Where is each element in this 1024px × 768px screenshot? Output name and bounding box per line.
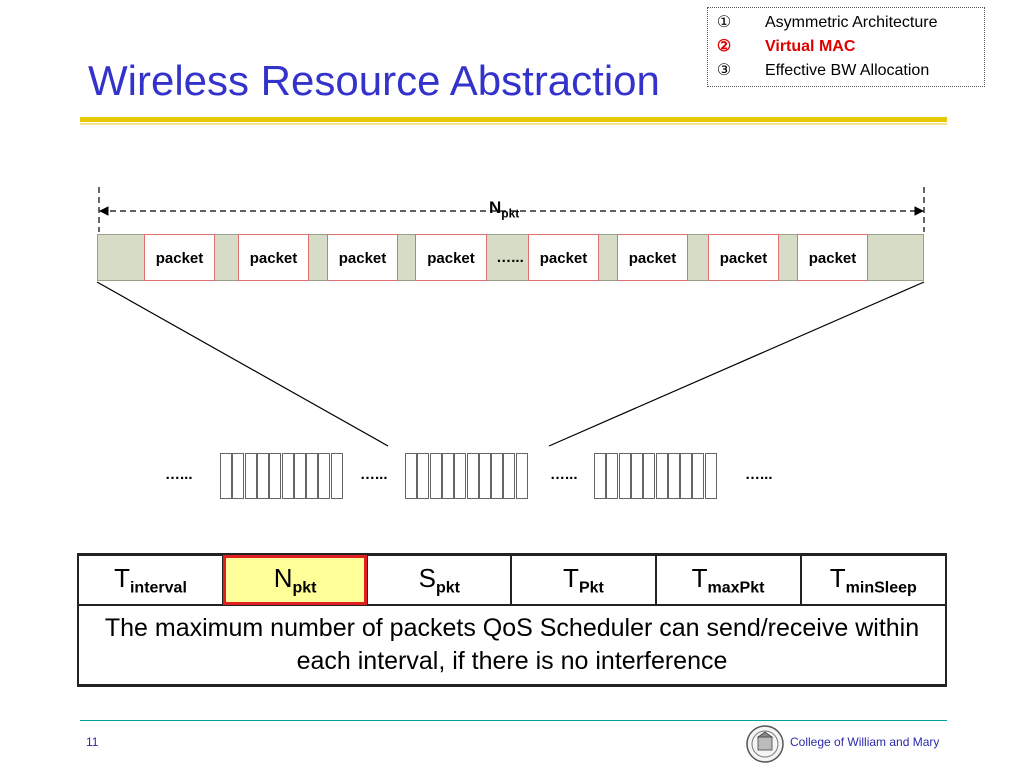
param-symbol: T [114,562,130,593]
interval-slot [466,453,479,499]
param-subscript: pkt [292,579,317,597]
parameter-description: The maximum number of packets QoS Schedu… [77,604,947,687]
interval-slot [293,453,306,499]
param-s-pkt: Spkt [366,553,513,606]
param-subscript: maxPkt [707,579,765,597]
span-label-sub: pkt [501,206,520,221]
legend-item-number: ② [716,38,732,55]
interval-slot [429,453,442,499]
packet-block: packet [617,234,688,281]
interval-slot [704,453,717,499]
interval-slot [630,453,643,499]
zoom-line-left [96,281,389,447]
interval-slot [606,453,619,499]
legend-item-label: Asymmetric Architecture [765,14,938,31]
packet-block: packet [797,234,868,281]
param-t-interval: Tinterval [76,553,225,606]
parameter-table: Tinterval Npkt Spkt TPkt TmaxPkt TminSle… [76,553,948,687]
packet-ellipsis: …... [496,249,524,266]
param-subscript: interval [129,579,187,597]
param-subscript: pkt [435,579,460,597]
param-subscript: minSleep [845,579,917,597]
legend-item-number: ③ [716,62,732,79]
section-legend: ① Asymmetric Architecture ② Virtual MAC … [707,7,985,87]
footer-rule [80,720,947,721]
param-symbol: T [563,562,579,593]
packet-block: packet [415,234,487,281]
interval-slot [692,453,705,499]
parameter-description-row: The maximum number of packets QoS Schedu… [77,604,947,687]
legend-item-label: Virtual MAC [765,38,856,55]
zoom-line-right [548,281,925,447]
param-t-maxpkt: TmaxPkt [654,553,802,606]
param-t-minsleep: TminSleep [799,553,948,606]
group-ellipsis: …... [550,466,578,483]
title-rule-shadow [80,123,947,125]
interval-slot [618,453,631,499]
title-rule [80,117,947,122]
page-number: 11 [86,735,99,749]
group-ellipsis: …... [360,466,388,483]
college-seal-icon [746,725,784,763]
span-label-main: N [489,198,502,217]
interval-slot [643,453,656,499]
interval-slot [318,453,331,499]
param-symbol: S [418,562,436,593]
interval-slot [220,453,232,499]
interval-slot [655,453,668,499]
interval-slot [594,453,606,499]
interval-bar [97,234,924,281]
param-symbol: N [273,562,293,593]
group-ellipsis: …... [745,466,773,483]
param-t-pkt: TPkt [510,553,657,606]
param-symbol: T [829,562,846,593]
interval-slot [405,453,417,499]
interval-slot [281,453,294,499]
slide-title: Wireless Resource Abstraction [88,57,660,104]
interval-slot [491,453,504,499]
packet-block: packet [144,234,215,281]
interval-slot [330,453,343,499]
interval-slot [503,453,516,499]
packet-block: packet [327,234,398,281]
packet-block: packet [708,234,779,281]
interval-slot [244,453,257,499]
interval-slot [478,453,491,499]
interval-slot [441,453,454,499]
span-label: Npkt [489,198,519,220]
interval-slot [232,453,245,499]
interval-slot [680,453,693,499]
interval-slot [454,453,467,499]
param-symbol: T [691,562,708,593]
interval-slot [269,453,282,499]
packet-block: packet [528,234,599,281]
parameter-header-row: Tinterval Npkt Spkt TPkt TmaxPkt TminSle… [76,553,948,606]
interval-slot [515,453,528,499]
legend-item-number: ① [716,14,732,31]
interval-slot [417,453,430,499]
legend-item-label: Effective BW Allocation [765,62,930,79]
param-subscript: Pkt [578,579,604,597]
interval-slot [256,453,269,499]
interval-slot [667,453,680,499]
college-name: College of William and Mary [790,735,940,749]
interval-slot [306,453,319,499]
packet-block: packet [238,234,309,281]
param-n-pkt-highlighted: Npkt [222,553,369,606]
group-ellipsis: …... [165,466,193,483]
